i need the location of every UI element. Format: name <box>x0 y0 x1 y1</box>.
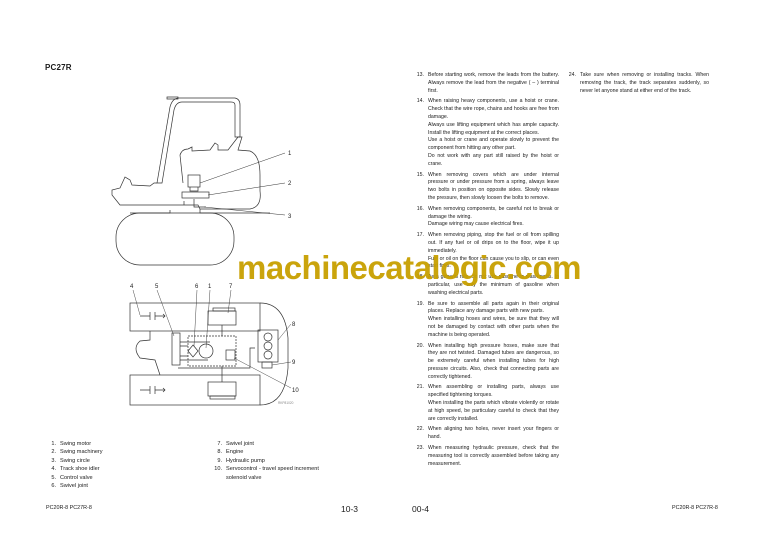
page-number: 10-3 <box>341 504 359 514</box>
legend-left: 1.Swing motor 2.Swing machinery 3.Swing … <box>47 440 103 490</box>
callout-1b: 1 <box>208 284 212 290</box>
step-paragraph: When removing piping, stop the fuel or o… <box>428 232 559 254</box>
step-paragraph: Be sure to assemble all parts again in t… <box>428 300 559 315</box>
step-paragraph: Fuel or oil on the floor can cause you t… <box>428 255 559 270</box>
footer-models: PC20R-8 PC27R-8 <box>46 505 92 511</box>
step-number: 17. <box>416 232 424 239</box>
legend-item: 3.Swing circle <box>51 457 90 464</box>
step-body: When assembling or installing parts, alw… <box>428 384 559 423</box>
callout-3: 3 <box>288 214 292 220</box>
legend-item: 10.Servocontrol - travel speed increment… <box>214 466 319 481</box>
precaution-step: 23. When measuring hydraulic pressure, ch… <box>412 445 559 468</box>
callout-2: 2 <box>288 181 292 187</box>
step-body: When raising heavy components, use a hoi… <box>428 98 559 168</box>
callout-4: 4 <box>130 284 134 290</box>
step-body: When removing covers which are under int… <box>428 172 559 203</box>
step-paragraph: When removing components, be careful not… <box>428 205 559 220</box>
step-paragraph: Use a hoist or crane and operate slowly … <box>428 137 559 152</box>
step-number: 18. <box>416 274 424 281</box>
callout-1: 1 <box>288 151 292 157</box>
precaution-step: 18. As a general rule, do not use gasolin… <box>412 274 559 297</box>
step-number: 24. <box>568 72 576 78</box>
step-paragraph: As a general rule, do not use gasoline t… <box>428 274 559 296</box>
step-paragraph: Take sure when removing or installing tr… <box>580 72 709 94</box>
precaution-step: 22. When aligning two holes, never insert… <box>412 426 559 442</box>
step-paragraph: When measuring hydraulic pressure, check… <box>428 445 559 467</box>
precautions-list: 13. Before starting work, remove the lead… <box>412 72 559 471</box>
step-body: When removing components, be careful not… <box>428 206 559 229</box>
step-paragraph: When installing high pressure hoses, mak… <box>428 342 559 380</box>
precaution-step: 21. When assembling or installing parts, … <box>412 384 559 423</box>
legend-item: 2.Swing machinery <box>51 449 103 456</box>
callout-9: 9 <box>292 360 296 366</box>
step-body: Take sure when removing or installing tr… <box>580 72 709 95</box>
step-number: 23. <box>416 445 424 452</box>
precaution-step: 20. When installing high pressure hoses, … <box>412 343 559 382</box>
step-number: 13. <box>416 72 424 78</box>
callout-6: 6 <box>195 284 199 290</box>
step-number: 20. <box>416 342 424 349</box>
legend-item: 4.Track shoe idler <box>51 466 100 473</box>
legend-item: 5.Control valve <box>51 474 93 481</box>
page-number: 00-4 <box>412 504 430 514</box>
precaution-step: 16. When removing components, be careful … <box>412 206 559 229</box>
step-body: Before starting work, remove the leads f… <box>428 72 559 95</box>
precaution-step: 13. Before starting work, remove the lead… <box>412 72 559 95</box>
precautions-list-continued: 24. Take sure when removing or installing… <box>564 72 709 98</box>
step-body: Be sure to assemble all parts again in t… <box>428 301 559 340</box>
step-paragraph: When raising heavy components, use a hoi… <box>428 98 559 120</box>
step-paragraph: Do not work with any part still raised b… <box>428 152 559 167</box>
footer-models: PC20R-8 PC27R-8 <box>672 505 718 511</box>
step-paragraph: When aligning two holes, never insert yo… <box>428 426 559 441</box>
step-number: 21. <box>416 384 424 391</box>
step-paragraph: When installing the parts which vibrate … <box>428 400 559 422</box>
left-page: PC27R 1 2 3 <box>45 63 359 514</box>
legend-item: 6.Swivel joint <box>51 483 88 490</box>
step-body: When measuring hydraulic pressure, check… <box>428 445 559 468</box>
step-number: 19. <box>416 300 424 307</box>
callout-5: 5 <box>155 284 159 290</box>
step-body: As a general rule, do not use gasoline t… <box>428 274 559 297</box>
precaution-step: 14. When raising heavy components, use a … <box>412 98 559 168</box>
step-paragraph: When removing covers which are under int… <box>428 171 559 201</box>
precaution-step: 15. When removing covers which are under … <box>412 172 559 203</box>
step-paragraph: When installing hoses and wires, be sure… <box>428 316 559 338</box>
excavator-side-view-diagram: 1 2 3 <box>111 96 292 266</box>
right-page: 13. Before starting work, remove the lead… <box>384 0 768 543</box>
step-number: 15. <box>416 171 424 178</box>
legend-item: 7.Swivel joint <box>217 441 254 447</box>
callout-8: 8 <box>292 322 296 328</box>
step-paragraph: Always use lifting equipment which has a… <box>428 121 559 136</box>
callout-7: 7 <box>229 284 233 290</box>
legend-item: 8.Engine <box>217 449 244 456</box>
step-body: When removing piping, stop the fuel or o… <box>428 232 559 271</box>
legend-right: 7.Swivel joint 8.Engine 9.Hydraulic pump… <box>213 440 323 482</box>
precaution-step: 19. Be sure to assemble all parts again i… <box>412 301 559 340</box>
step-body: When installing high pressure hoses, mak… <box>428 343 559 382</box>
watermark: machinecatalogic.com <box>237 249 581 286</box>
legend-item: 9.Hydraulic pump <box>217 457 265 464</box>
step-paragraph: Before starting work, remove the leads f… <box>428 72 559 94</box>
model-title: PC27R <box>45 63 72 72</box>
callout-10: 10 <box>292 388 299 394</box>
step-number: 14. <box>416 98 424 105</box>
step-number: 22. <box>416 426 424 433</box>
step-paragraph: When assembling or installing parts, alw… <box>428 384 559 399</box>
figure-code: RKP81020 <box>278 401 294 405</box>
step-paragraph: Damage wiring may cause electrical fires… <box>428 221 524 228</box>
step-number: 16. <box>416 205 424 212</box>
precaution-step: 24. Take sure when removing or installing… <box>564 72 709 95</box>
excavator-top-view-diagram: 4 5 6 1 7 8 9 10 <box>129 284 299 406</box>
legend-item: 1.Swing motor <box>51 441 92 447</box>
precaution-step: 17. When removing piping, stop the fuel o… <box>412 232 559 271</box>
step-body: When aligning two holes, never insert yo… <box>428 426 559 442</box>
